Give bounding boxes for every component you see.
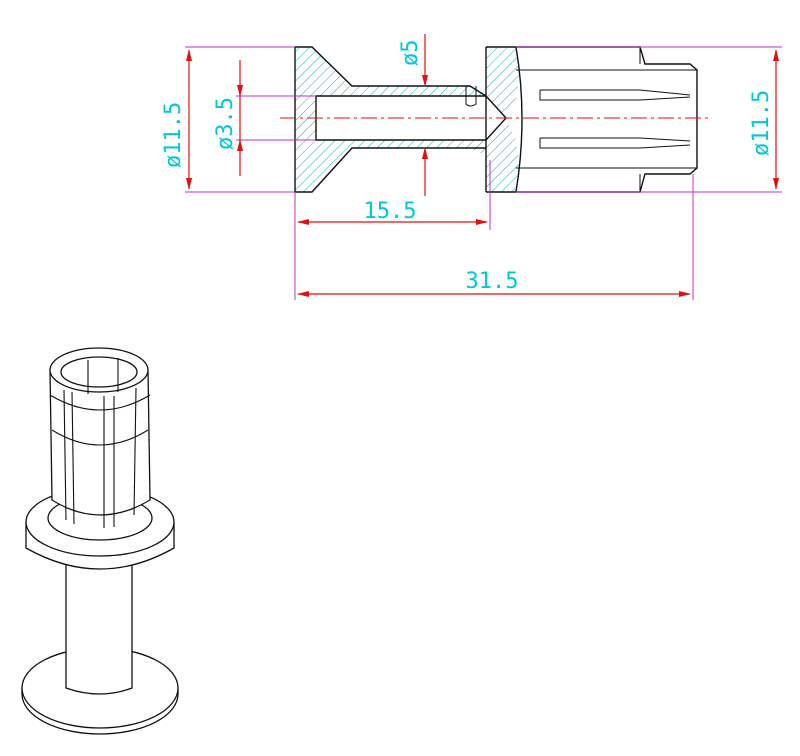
dimension-lines: [186, 34, 779, 297]
dim-bore-diameter-label: ø3.5: [213, 97, 238, 150]
dim-neck-length-label: 15.5: [364, 199, 417, 224]
head-curve: [515, 46, 523, 193]
groove-notch: [465, 86, 477, 107]
dim-right-diameter-label: ø11.5: [749, 90, 774, 156]
collet-outline: [516, 46, 698, 193]
dim-left-diameter-label: ø11.5: [161, 102, 186, 168]
slot-upper: [539, 89, 691, 101]
slot-lower: [539, 137, 691, 149]
isometric-view: [21, 347, 179, 735]
dim-neck-diameter-label: ø5: [398, 40, 423, 67]
section-view: [280, 46, 712, 193]
extension-lines: [185, 46, 782, 300]
stem: [65, 559, 133, 695]
dim-overall-length-label: 31.5: [466, 269, 519, 294]
collet-top-inner: [60, 356, 138, 388]
section-outline-left: [294, 46, 487, 193]
section-outline-head: [485, 46, 516, 193]
dimension-labels: ø5 ø11.5 ø3.5 ø11.5 15.5 31.5: [161, 40, 774, 295]
